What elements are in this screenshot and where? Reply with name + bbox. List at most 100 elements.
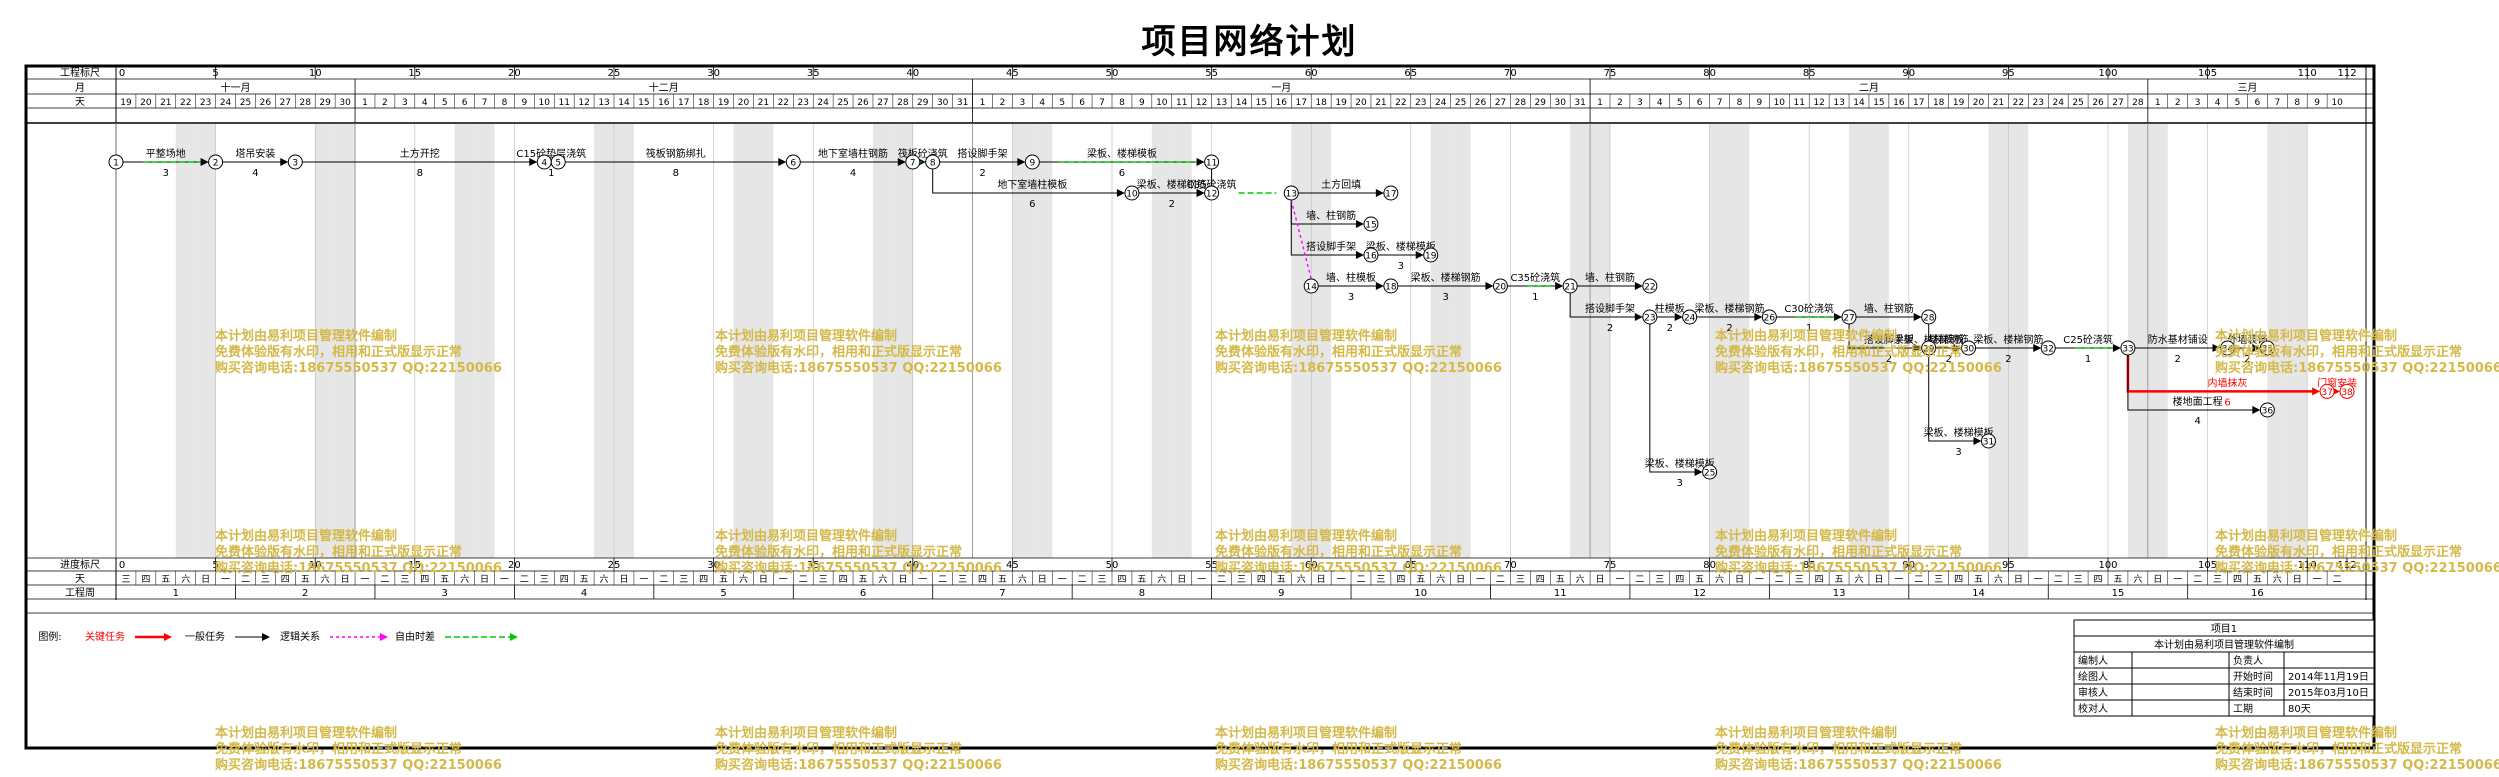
weekday-label: 一 bbox=[1755, 575, 1764, 585]
week-label: 8 bbox=[1139, 588, 1145, 599]
weekday-label: 一 bbox=[1615, 575, 1624, 585]
network-node bbox=[1303, 278, 1319, 294]
weekday-label: 日 bbox=[619, 574, 628, 585]
weekday-label: 二 bbox=[1217, 575, 1226, 585]
weekday-label: 三 bbox=[1098, 575, 1107, 585]
day-number: 23 bbox=[798, 98, 809, 108]
weekday-label: 五 bbox=[440, 575, 449, 585]
weekend-band bbox=[1032, 124, 1053, 558]
task-duration: 6 bbox=[1119, 168, 1125, 179]
watermark-text: 本计划由易利项目管理软件编制 bbox=[2215, 528, 2397, 544]
day-number: 16 bbox=[1276, 98, 1288, 108]
task-arrow-head bbox=[1116, 189, 1125, 197]
node-number: 37 bbox=[2321, 388, 2332, 398]
watermark-text: 购买咨询电话:18675550537 QQ:22150066 bbox=[1715, 757, 2002, 773]
weekend-band bbox=[335, 124, 356, 558]
day-number: 17 bbox=[678, 98, 689, 108]
weekday-label: 三 bbox=[1516, 575, 1525, 585]
watermark-text: 本计划由易利项目管理软件编制 bbox=[2215, 328, 2397, 344]
month-label: 三月 bbox=[2237, 82, 2257, 94]
weekday-label: 二 bbox=[1635, 575, 1644, 585]
day-number: 4 bbox=[2215, 98, 2221, 108]
progress-tick-label: 15 bbox=[408, 560, 421, 571]
weekday-label: 二 bbox=[1775, 575, 1784, 585]
weekday-label: 日 bbox=[201, 574, 210, 585]
task-duration: 2 bbox=[1667, 323, 1673, 334]
weekday-label: 日 bbox=[2153, 574, 2162, 585]
month-label: 一月 bbox=[1271, 82, 1291, 94]
day-number: 29 bbox=[1535, 98, 1547, 108]
progress-tick-label: 35 bbox=[807, 560, 820, 571]
weekday-label: 二 bbox=[241, 575, 250, 585]
weekday-label: 一 bbox=[1476, 575, 1485, 585]
weekend-band bbox=[315, 124, 336, 558]
node-number: 9 bbox=[1029, 159, 1035, 169]
weekday-label: 五 bbox=[580, 575, 589, 585]
node-number: 28 bbox=[1923, 314, 1935, 324]
day-number: 30 bbox=[339, 98, 351, 108]
watermark-text: 购买咨询电话:18675550537 QQ:22150066 bbox=[715, 560, 1002, 576]
progress-tick-label: 55 bbox=[1205, 560, 1218, 571]
watermark-text: 免费体验版有水印，相用和正式版显示正常 bbox=[1715, 544, 1962, 560]
task-name: 墙、柱模板 bbox=[1326, 271, 1376, 284]
watermark-text: 免费体验版有水印，相用和正式版显示正常 bbox=[1715, 741, 1962, 757]
network-node bbox=[1682, 309, 1698, 325]
day-number: 13 bbox=[598, 98, 609, 108]
node-number: 6 bbox=[790, 159, 796, 169]
weekday-label: 六 bbox=[321, 573, 330, 585]
info-cell: 校对人 bbox=[2078, 702, 2108, 715]
task-name: 梁板、楼梯模板 bbox=[1924, 426, 1994, 439]
weekend-band bbox=[2147, 124, 2168, 558]
day-number: 2 bbox=[382, 98, 388, 108]
day-number: 21 bbox=[160, 98, 171, 108]
task-arrow-head bbox=[1485, 282, 1494, 290]
week-label: 2 bbox=[302, 588, 308, 599]
task-name: 梁板、楼梯模板 bbox=[1087, 147, 1157, 160]
watermark-text: 购买咨询电话:18675550537 QQ:22150066 bbox=[2215, 360, 2499, 376]
weekday-label: 二 bbox=[380, 575, 389, 585]
weekday-label: 六 bbox=[878, 573, 887, 585]
day-number: 6 bbox=[2255, 98, 2261, 108]
row-label-month: 月 bbox=[75, 82, 85, 94]
week-label: 3 bbox=[441, 588, 447, 599]
task-name: 地下室墙柱钢筋 bbox=[818, 147, 888, 160]
weekday-label: 六 bbox=[600, 573, 609, 585]
task-duration: 2 bbox=[1945, 354, 1951, 365]
legend-free-label: 自由时差 bbox=[395, 630, 435, 643]
day-number: 22 bbox=[180, 98, 191, 108]
scale-tick-label: 25 bbox=[608, 68, 621, 79]
week-label: 14 bbox=[1972, 588, 1985, 599]
watermark-text: 本计划由易利项目管理软件编制 bbox=[1215, 328, 1397, 344]
weekday-label: 六 bbox=[1157, 573, 1166, 585]
day-number: 8 bbox=[502, 98, 508, 108]
weekend-band bbox=[2267, 124, 2288, 558]
network-node bbox=[1642, 278, 1658, 294]
task-duration: 1 bbox=[1532, 292, 1538, 303]
progress-tick-label: 112 bbox=[2337, 560, 2356, 571]
watermark-text: 本计划由易利项目管理软件编制 bbox=[1715, 528, 1897, 544]
weekend-band bbox=[175, 124, 196, 558]
task-name: 筏板砼浇筑 bbox=[898, 147, 948, 160]
network-node bbox=[1204, 154, 1220, 170]
weekday-label: 四 bbox=[1815, 575, 1824, 585]
progress-tick-label: 80 bbox=[1703, 560, 1716, 571]
node-number: 15 bbox=[1365, 221, 1376, 231]
task-name: 梁板、楼梯模板 bbox=[1645, 457, 1715, 470]
legend-critical-arrow bbox=[164, 633, 172, 641]
weekday-label: 四 bbox=[1536, 575, 1545, 585]
weekday-label: 六 bbox=[2133, 573, 2142, 585]
weekend-band bbox=[1590, 124, 1610, 558]
day-number: 14 bbox=[1853, 98, 1865, 108]
day-number: 15 bbox=[1873, 98, 1884, 108]
day-number: 2 bbox=[1617, 98, 1623, 108]
day-number: 4 bbox=[1039, 98, 1045, 108]
network-node bbox=[1383, 185, 1399, 201]
network-node bbox=[1423, 247, 1439, 263]
weekday-label: 五 bbox=[2253, 575, 2262, 585]
weekday-label: 四 bbox=[1954, 575, 1963, 585]
weekday-label: 日 bbox=[1317, 574, 1326, 585]
day-number: 11 bbox=[1794, 98, 1805, 108]
day-number: 30 bbox=[1554, 98, 1566, 108]
weekday-label: 六 bbox=[460, 573, 469, 585]
node-number: 16 bbox=[1365, 252, 1377, 262]
